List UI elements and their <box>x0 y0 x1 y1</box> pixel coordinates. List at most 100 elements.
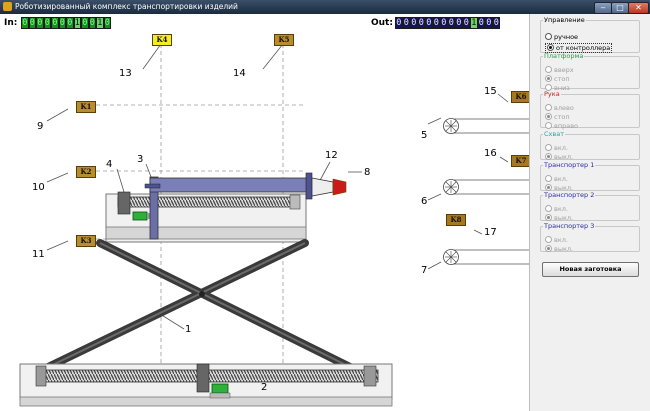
radio-indicator <box>545 33 552 40</box>
out-bit-3: 0 <box>417 17 425 29</box>
sensor-k7: K7 <box>511 155 531 167</box>
in-bit-0: 0 <box>21 17 29 29</box>
window-title: Роботизированный комплекс транспортировк… <box>15 2 238 11</box>
title-bar: Роботизированный комплекс транспортировк… <box>0 0 650 14</box>
base-gear <box>196 363 210 393</box>
group-conveyor-2-legend: Транспортер 2 <box>544 191 595 199</box>
out-bit-10: 1 <box>470 17 478 29</box>
group-arm-legend: Рука <box>544 90 560 98</box>
callout-1: 1 <box>185 324 192 335</box>
radio-arm-right[interactable]: вправо <box>545 122 578 130</box>
in-label: In: <box>4 18 18 28</box>
radio-platform-up[interactable]: вверх <box>545 66 574 74</box>
control-panel: Управление ручное от контроллера Платфор… <box>529 14 650 411</box>
group-conveyor-1: Транспортер 1 вкл. выкл. <box>540 161 640 192</box>
sensor-k8: K8 <box>446 214 466 226</box>
in-bit-1: 0 <box>28 17 36 29</box>
callout-4: 4 <box>106 159 113 170</box>
out-label: Out: <box>371 18 393 28</box>
gripper-part <box>332 178 347 196</box>
upper-lead-screw <box>117 196 299 208</box>
radio-grip-on[interactable]: вкл. <box>545 144 568 152</box>
callout-2: 2 <box>261 382 268 393</box>
radio-conveyor1-on[interactable]: вкл. <box>545 175 568 183</box>
out-bit-5: 0 <box>432 17 440 29</box>
out-bit-12: 0 <box>485 17 493 29</box>
group-platform: Платформа вверх стоп вниз <box>540 52 640 92</box>
in-bit-8: 0 <box>81 17 89 29</box>
callout-10: 10 <box>32 182 45 193</box>
maximize-button[interactable]: □ <box>611 2 629 14</box>
sensor-k3: K3 <box>76 235 96 247</box>
radio-conveyor2-off[interactable]: выкл. <box>545 214 573 222</box>
callout-3: 3 <box>137 154 144 165</box>
radio-conveyor3-off[interactable]: выкл. <box>545 245 573 253</box>
callout-17: 17 <box>484 227 497 238</box>
group-grip-legend: Схват <box>544 130 564 138</box>
group-grip: Схват вкл. выкл. <box>540 130 640 161</box>
base-motor <box>211 383 229 394</box>
group-control-legend: Управление <box>544 16 585 24</box>
upper-gear <box>117 191 131 215</box>
conveyor-1 <box>443 118 529 134</box>
callout-8: 8 <box>364 167 371 178</box>
radio-conveyor3-on[interactable]: вкл. <box>545 236 568 244</box>
callout-5: 5 <box>421 130 428 141</box>
group-control: Управление ручное от контроллера <box>540 16 640 53</box>
radio-arm-left[interactable]: влево <box>545 104 574 112</box>
out-bit-7: 0 <box>447 17 455 29</box>
radio-platform-stop[interactable]: стоп <box>545 75 570 83</box>
group-conveyor-3: Транспортер 3 вкл. выкл. <box>540 222 640 253</box>
radio-conveyor2-on[interactable]: вкл. <box>545 205 568 213</box>
out-bit-6: 0 <box>440 17 448 29</box>
radio-conveyor1-off[interactable]: выкл. <box>545 184 573 192</box>
close-button[interactable]: ✕ <box>628 2 649 14</box>
callout-11: 11 <box>32 249 45 260</box>
radio-indicator <box>547 44 554 51</box>
callout-9: 9 <box>37 121 44 132</box>
minimize-button[interactable]: ‒ <box>594 2 612 14</box>
in-bit-2: 0 <box>36 17 44 29</box>
callout-15: 15 <box>484 86 497 97</box>
group-conveyor-3-legend: Транспортер 3 <box>544 222 595 230</box>
out-bit-8: 0 <box>455 17 463 29</box>
conveyor-2 <box>443 179 529 195</box>
radio-arm-stop[interactable]: стоп <box>545 113 570 121</box>
out-bit-13: 0 <box>492 17 500 29</box>
callout-12: 12 <box>325 150 338 161</box>
scissor-mechanism <box>38 239 360 374</box>
out-bit-9: 0 <box>462 17 470 29</box>
out-bit-0: 0 <box>395 17 403 29</box>
gripper-jaws <box>311 177 334 197</box>
sensor-k6: K6 <box>511 91 531 103</box>
callout-14: 14 <box>233 68 246 79</box>
sensor-k1: K1 <box>76 101 96 113</box>
callout-13: 13 <box>119 68 132 79</box>
sensor-k4: K4 <box>152 34 172 46</box>
mechanism-drawing <box>19 43 529 407</box>
in-bit-6: 0 <box>66 17 74 29</box>
in-bit-3: 0 <box>43 17 51 29</box>
new-blank-button[interactable]: Новая заготовка <box>542 262 639 277</box>
radio-manual[interactable]: ручное <box>545 33 578 41</box>
out-bit-1: 0 <box>402 17 410 29</box>
in-bit-9: 0 <box>88 17 96 29</box>
app-icon <box>3 2 12 11</box>
out-bit-4: 0 <box>425 17 433 29</box>
in-bit-7: 1 <box>73 17 81 29</box>
out-bit-2: 0 <box>410 17 418 29</box>
radio-grip-off[interactable]: выкл. <box>545 153 573 161</box>
in-bit-5: 0 <box>58 17 66 29</box>
arm-beam <box>149 177 311 193</box>
conveyor-3 <box>443 249 529 265</box>
callout-7: 7 <box>421 265 428 276</box>
arm-column <box>149 176 159 240</box>
sensor-k2: K2 <box>76 166 96 178</box>
in-bit-4: 0 <box>51 17 59 29</box>
group-arm: Рука влево стоп вправо <box>540 90 640 130</box>
callout-6: 6 <box>421 196 428 207</box>
out-bit-11: 0 <box>477 17 485 29</box>
